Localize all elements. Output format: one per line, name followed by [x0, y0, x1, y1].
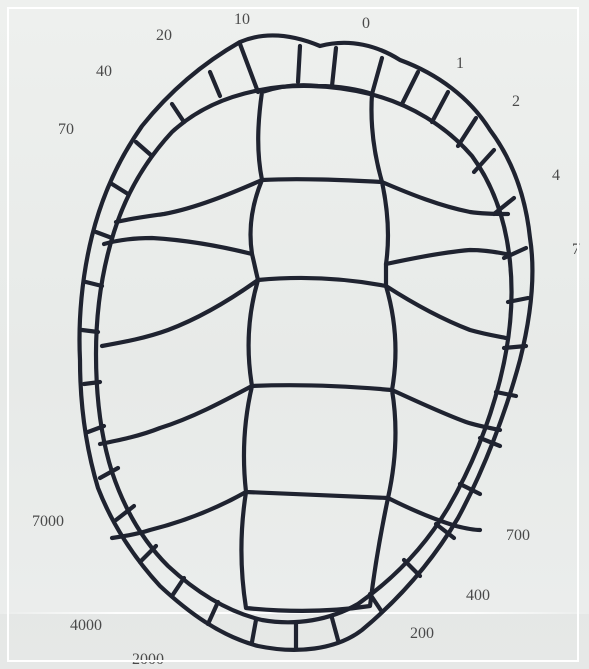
label-700: 700 [506, 528, 530, 544]
carapace-outer-outline [80, 35, 533, 650]
label-7: 7 [572, 242, 580, 258]
label-400: 400 [466, 588, 490, 604]
costal-scutes-left [100, 180, 262, 538]
label-70: 70 [58, 122, 74, 138]
label-1: 1 [456, 56, 464, 72]
label-40: 40 [96, 64, 112, 80]
carapace-inner-outline [96, 86, 512, 622]
label-4000: 4000 [70, 618, 102, 634]
marginal-dividers [82, 44, 528, 648]
label-4: 4 [552, 168, 560, 184]
label-2000: 2000 [132, 652, 164, 668]
label-10: 10 [234, 12, 250, 28]
costal-scutes-right [382, 182, 508, 530]
label-7000: 7000 [32, 514, 64, 530]
label-2: 2 [512, 94, 520, 110]
vertebral-scutes [242, 85, 396, 611]
label-0: 0 [362, 16, 370, 32]
label-20: 20 [156, 28, 172, 44]
label-200: 200 [410, 626, 434, 642]
